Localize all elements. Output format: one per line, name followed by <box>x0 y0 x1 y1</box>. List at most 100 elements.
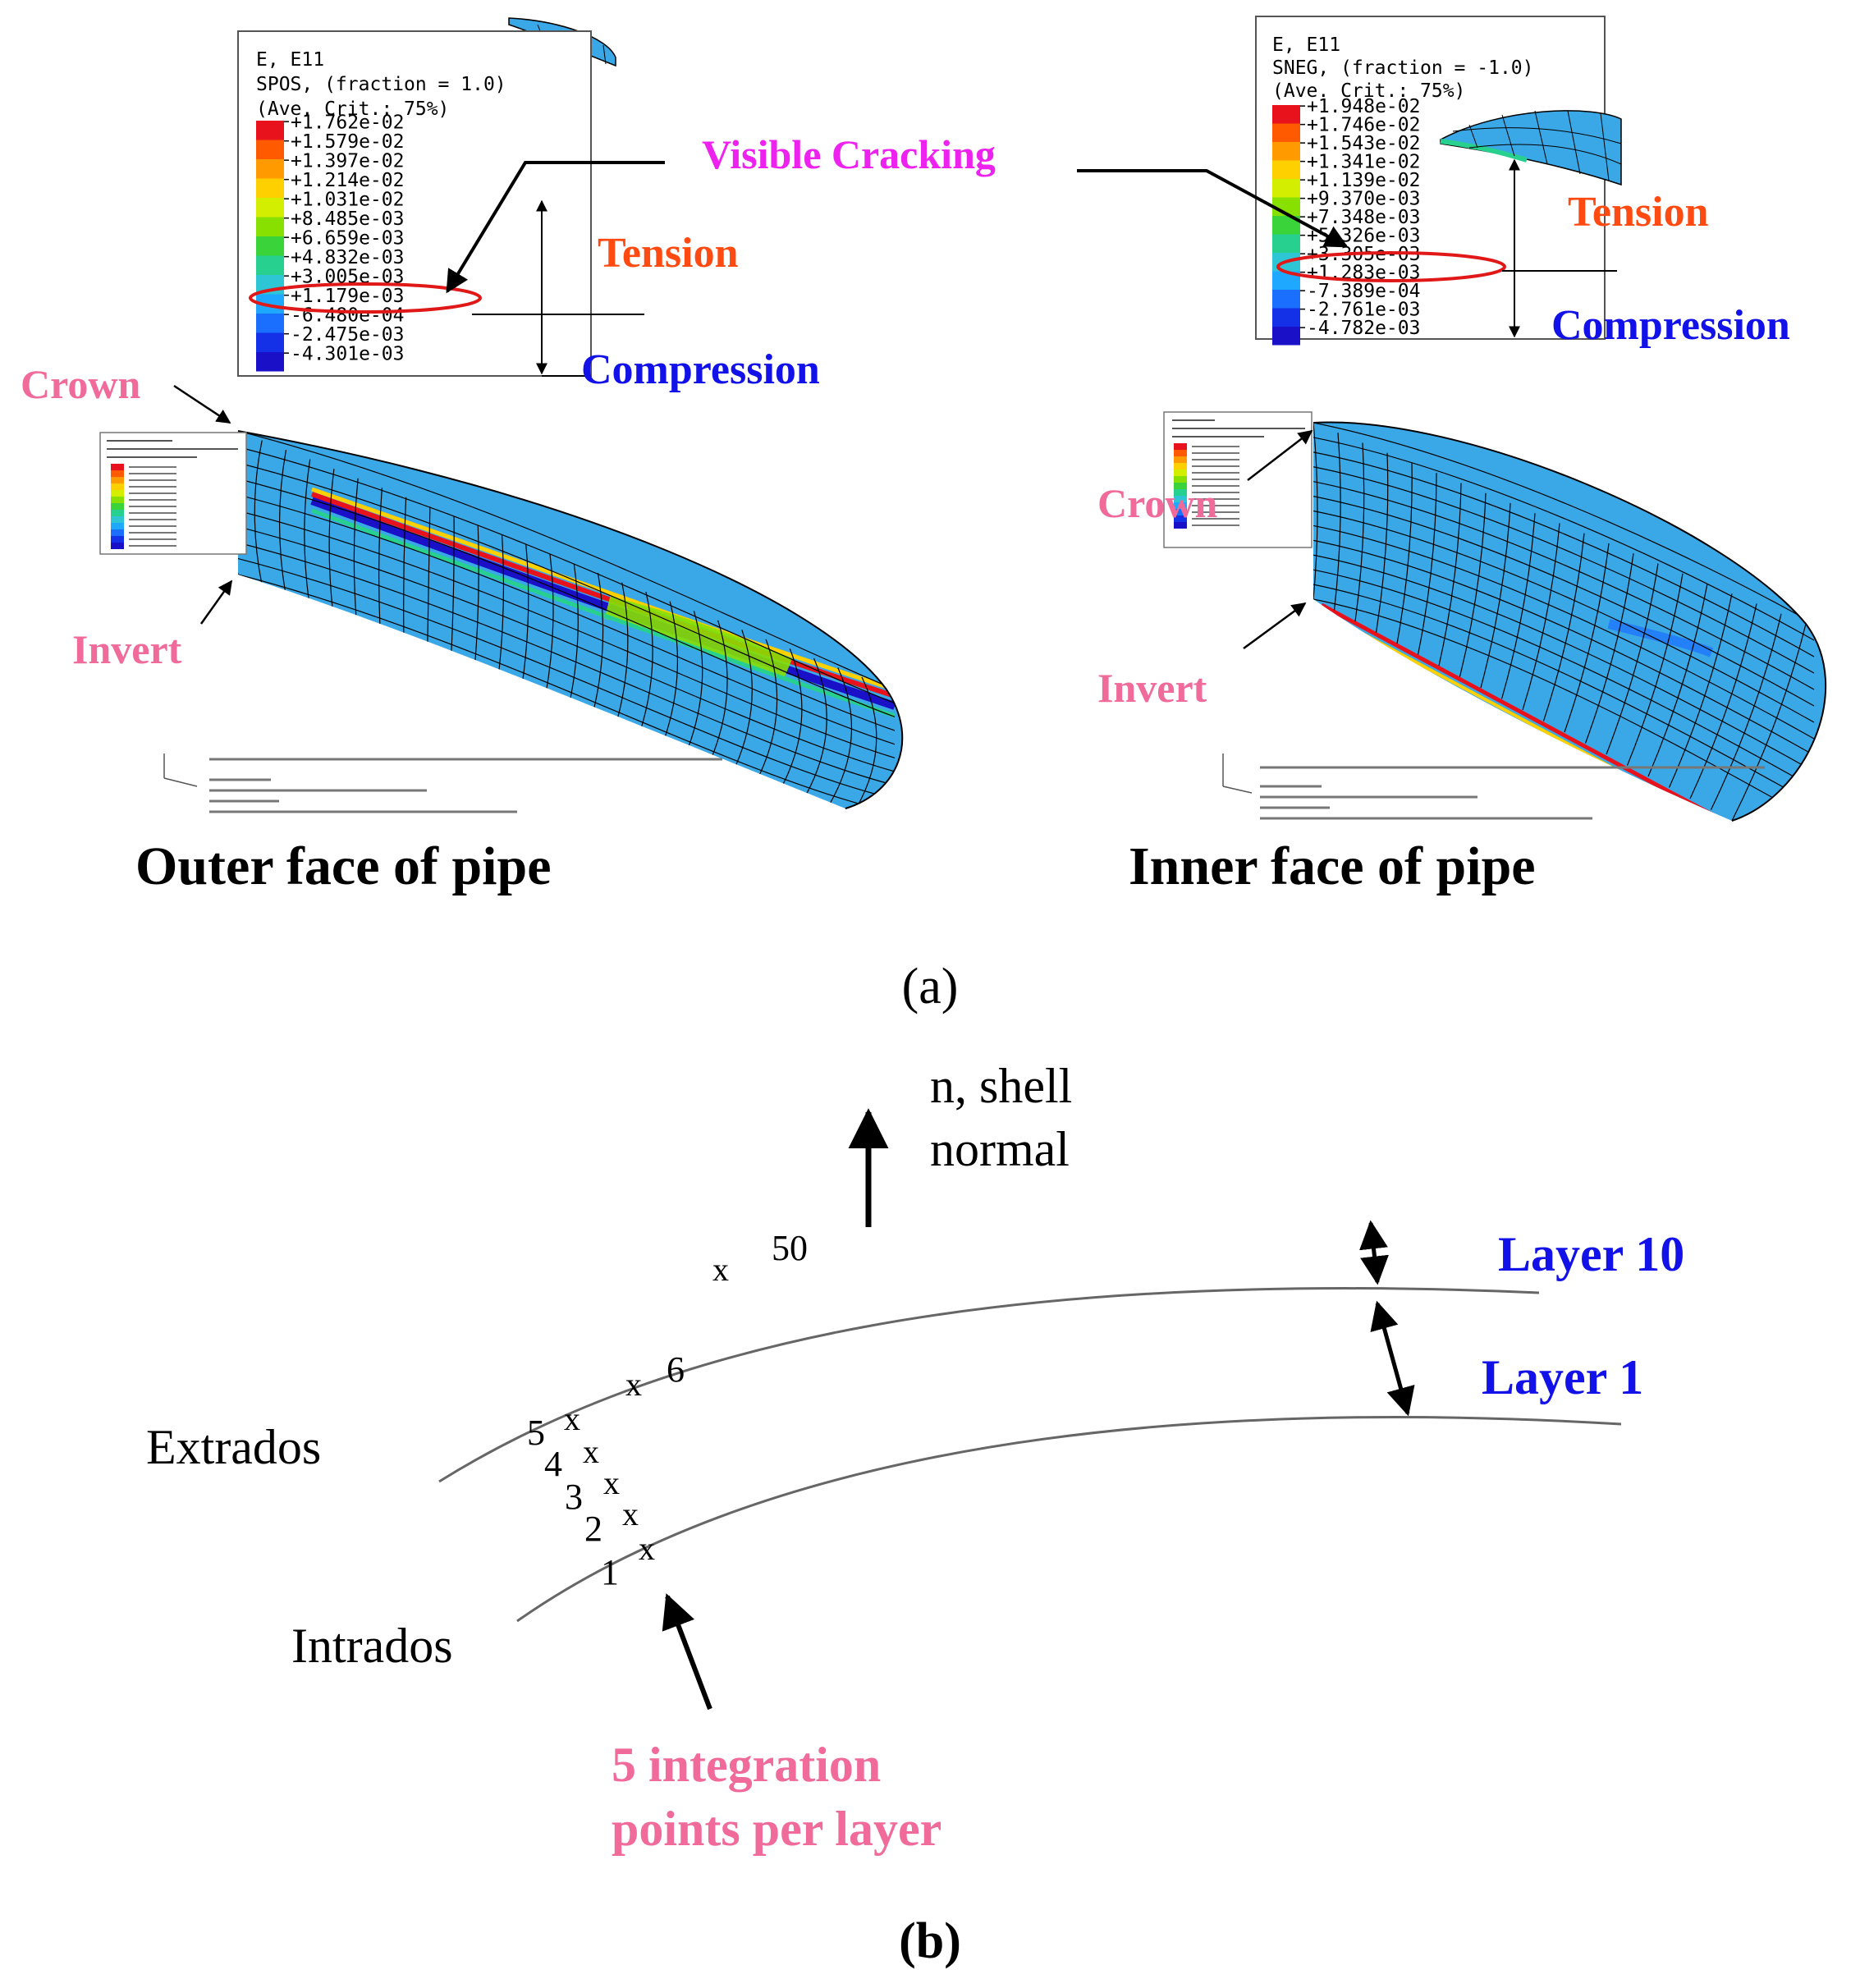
inner-legend-swatch-2 <box>1272 142 1300 161</box>
outer-cracking-highlight <box>249 282 482 314</box>
outer-legend-swatch-6 <box>256 236 284 256</box>
inner-legend-swatch-12 <box>1272 327 1300 346</box>
inner-crown-label: Crown <box>1097 480 1218 526</box>
point-3-label: 3 <box>565 1477 583 1517</box>
inner-cracking-highlight <box>1276 251 1506 282</box>
inner-legend-value-0: +1.948e-02 <box>1307 96 1420 117</box>
panel-b-label: (b) <box>899 1913 961 1969</box>
inner-legend-section: SNEG, (fraction = -1.0) <box>1272 57 1534 79</box>
outer-face-caption: Outer face of pipe <box>135 836 552 896</box>
outer-legend-scale: +1.762e-02+1.579e-02+1.397e-02+1.214e-02… <box>256 112 404 372</box>
outer-legend-value-9: +1.179e-03 <box>291 286 404 307</box>
inner-legend-value-4: +1.139e-02 <box>1307 170 1420 191</box>
inner-legend-value-1: +1.746e-02 <box>1307 115 1420 136</box>
point-2-x: x <box>622 1496 639 1532</box>
outer-legend-swatch-11 <box>256 332 284 352</box>
inner-legend-swatch-4 <box>1272 179 1300 198</box>
outer-mesh <box>238 431 896 808</box>
outer-legend-swatch-4 <box>256 198 284 218</box>
point-5-x: x <box>564 1400 580 1437</box>
outer-legend-value-2: +1.397e-02 <box>291 150 404 172</box>
outer-invert-arrow <box>199 579 233 625</box>
point-6-label: 6 <box>667 1349 685 1390</box>
point-50-label: 50 <box>772 1228 808 1268</box>
outer-legend-swatch-3 <box>256 178 284 198</box>
point-6-x: x <box>625 1366 642 1403</box>
point-5-label: 5 <box>527 1413 545 1453</box>
inner-compression-label: Compression <box>1551 302 1790 349</box>
outer-legend: E, E11 SPOS, (fraction = 1.0) (Ave. Crit… <box>237 30 592 377</box>
inner-legend-swatch-11 <box>1272 308 1300 327</box>
outer-legend-value-1: +1.579e-02 <box>291 131 404 153</box>
inner-legend-swatch-3 <box>1272 160 1300 179</box>
outer-legend-value-3: +1.214e-02 <box>291 170 404 191</box>
inner-invert-arrow <box>1243 602 1307 650</box>
outer-invert-label: Invert <box>72 626 182 672</box>
point-4-label: 4 <box>544 1444 562 1484</box>
outer-legend-swatch-2 <box>256 159 284 179</box>
integration-label-1: 5 integration <box>612 1738 881 1792</box>
extrados-label: Extrados <box>146 1420 321 1474</box>
inner-legend-value-12: -4.782e-03 <box>1307 318 1420 339</box>
outer-legend-swatch-5 <box>256 217 284 236</box>
outer-tension-compression: Tension Compression <box>472 199 820 393</box>
inner-legend-swatch-9 <box>1272 271 1300 290</box>
outer-crown-label: Crown <box>21 361 141 407</box>
panel-b: n, shell normal Layer 10 Layer 1 Extrado… <box>146 1059 1684 1969</box>
outer-info-block <box>163 754 722 813</box>
inner-crown-arrow <box>1247 429 1313 481</box>
panel-a-label: (a) <box>902 959 959 1015</box>
point-1-x: x <box>639 1530 655 1567</box>
outer-pipe <box>237 430 904 809</box>
inner-legend-swatch-10 <box>1272 290 1300 309</box>
inner-legend-value-2: +1.543e-02 <box>1307 133 1420 154</box>
outer-tension-label: Tension <box>598 230 739 277</box>
inner-mesh <box>1313 422 1815 821</box>
inner-legend-value-3: +1.341e-02 <box>1307 152 1420 173</box>
inner-legend-swatch-7 <box>1272 234 1300 253</box>
layer-1-thickness-arrow <box>1370 1300 1415 1417</box>
outer-legend-swatch-1 <box>256 140 284 159</box>
layer-10-label: Layer 10 <box>1498 1227 1684 1281</box>
panel-a: E, E11 SPOS, (fraction = 1.0) (Ave. Crit… <box>21 16 1827 1015</box>
inner-info-block <box>1222 754 1765 820</box>
inner-cracking-leader <box>1077 169 1349 248</box>
layer-1-label: Layer 1 <box>1482 1350 1643 1404</box>
inner-legend: E, E11 SNEG, (fraction = -1.0) (Ave. Cri… <box>1255 16 1606 346</box>
inner-legend-swatch-1 <box>1272 123 1300 142</box>
inner-legend-value-10: -7.389e-04 <box>1307 281 1420 302</box>
inner-legend-swatch-0 <box>1272 105 1300 124</box>
outer-legend-value-6: +6.659e-03 <box>291 227 404 249</box>
inner-tension-compression: Tension Compression <box>1502 158 1790 349</box>
inner-legend-swatch-6 <box>1272 216 1300 235</box>
inner-tension-label: Tension <box>1568 189 1709 236</box>
inner-invert-label: Invert <box>1097 665 1207 711</box>
shell-normal-label-2: normal <box>930 1122 1070 1176</box>
point-2-label: 2 <box>584 1509 602 1549</box>
inner-legend-scale: +1.948e-02+1.746e-02+1.543e-02+1.341e-02… <box>1272 96 1420 346</box>
outer-compression-label: Compression <box>581 346 820 393</box>
inner-mini-legend <box>1163 411 1313 548</box>
bottom-surface-curve <box>516 1416 1622 1623</box>
outer-legend-value-5: +8.485e-03 <box>291 208 404 230</box>
inner-legend-value-5: +9.370e-03 <box>1307 189 1420 210</box>
outer-crown-arrow <box>173 384 231 424</box>
outer-cracking-leader <box>446 161 665 294</box>
outer-legend-variable: E, E11 <box>256 49 324 71</box>
point-1-label: 1 <box>601 1552 619 1592</box>
visible-cracking-label: Visible Cracking <box>702 131 996 177</box>
outer-legend-swatch-10 <box>256 314 284 333</box>
inner-pipe <box>1313 421 1827 822</box>
integration-points-arrow <box>662 1593 712 1711</box>
outer-legend-swatch-9 <box>256 294 284 314</box>
inner-legend-value-11: -2.761e-03 <box>1307 300 1420 321</box>
outer-legend-value-7: +4.832e-03 <box>291 247 404 268</box>
mesh-fragment-inner <box>1440 110 1622 186</box>
outer-legend-value-0: +1.762e-02 <box>291 112 404 133</box>
intrados-label: Intrados <box>291 1619 453 1673</box>
integration-label-2: points per layer <box>612 1802 941 1856</box>
shell-normal-label-1: n, shell <box>930 1059 1072 1113</box>
outer-legend-section: SPOS, (fraction = 1.0) <box>256 74 506 95</box>
point-4-x: x <box>583 1433 599 1470</box>
